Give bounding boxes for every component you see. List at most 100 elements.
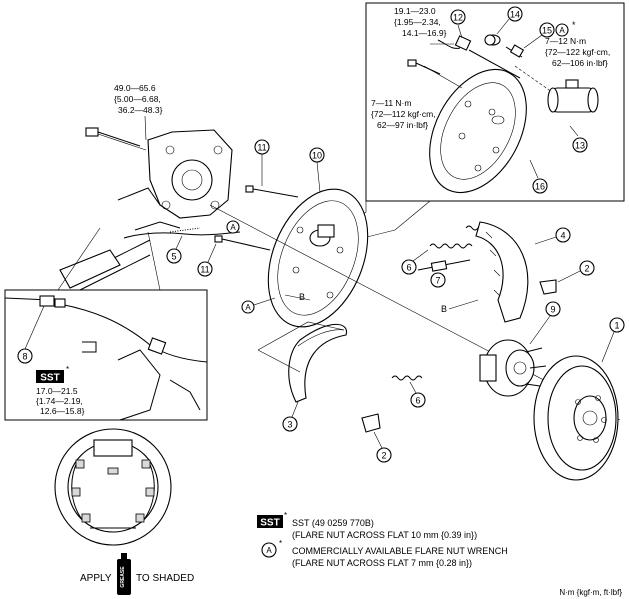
torque-hub-bolt: 49.0—65.6 {5.00—6.68, 36.2—48.3} [114,83,163,115]
svg-text:*: * [572,20,576,30]
svg-text:11: 11 [200,265,209,275]
callout-5: 5 [166,248,182,264]
callout-6-upper: 6 [401,259,417,275]
svg-text:*: * [66,365,69,374]
svg-text:17.0—21.5: 17.0—21.5 [36,386,78,396]
brake-pipe-inset [4,289,208,421]
svg-text:*: * [279,539,282,548]
callout-10: 10 [309,147,325,163]
svg-text:(FLARE NUT ACROSS FLAT 7 mm {: (FLARE NUT ACROSS FLAT 7 mm {0.28 in}) [292,558,472,568]
callout-11-upper: 11 [254,139,270,155]
callout-13: 13 [572,137,588,153]
svg-text:A: A [245,303,251,312]
svg-text:62—106 in·lbf}: 62—106 in·lbf} [552,58,608,68]
svg-text:2: 2 [584,264,589,274]
inset-brake-pipe [437,35,521,79]
callout-16: 16 [532,178,548,194]
callout-14: 14 [507,6,523,22]
callout-6-lower: 6 [410,392,426,408]
units-note: N·m {kgf·m, ft·lbf} [559,588,622,597]
svg-text:13: 13 [575,141,585,151]
callout-8: 8 [17,348,33,364]
svg-text:2: 2 [381,451,386,461]
svg-text:6: 6 [415,396,420,406]
marker-a-15: A * [555,20,576,37]
callout-7: 7 [430,272,446,288]
svg-text:7: 7 [435,276,440,286]
return-spring-upper [429,225,485,249]
svg-text:8: 8 [22,352,27,362]
wheel-hub [479,339,547,397]
brake-drum [533,355,619,481]
svg-text:SST: SST [260,518,279,529]
svg-text:36.2—48.3}: 36.2—48.3} [118,105,163,115]
svg-text:SST: SST [40,373,59,384]
svg-text:16: 16 [535,182,545,192]
svg-text:49.0—65.6: 49.0—65.6 [114,83,156,93]
svg-text:9: 9 [550,305,555,315]
svg-text:GREASE: GREASE [120,566,126,588]
backing-plate [267,188,369,328]
callout-1: 1 [609,317,625,333]
svg-text:7—12 N·m: 7—12 N·m [545,36,586,46]
legend-flare-wrench: A * COMMERCIALLY AVAILABLE FLARE NUT WRE… [261,539,508,568]
svg-text:12.6—15.8}: 12.6—15.8} [40,406,85,416]
svg-text:COMMERCIALLY AVAILABLE FLARE N: COMMERCIALLY AVAILABLE FLARE NUT WRENCH [292,546,508,556]
brake-shoe-trailing [475,221,529,323]
inset-dust-cap [484,34,501,46]
callout-4: 4 [555,227,571,243]
marker-a-cable: A [226,220,240,234]
knuckle-assembly [59,129,233,291]
adjuster-strut [417,259,471,272]
svg-text:A: A [266,546,272,555]
svg-text:19.1—23.0: 19.1—23.0 [394,6,436,16]
apply-label: APPLY [80,573,112,584]
svg-text:*: * [284,511,287,520]
inset-bolt [407,59,463,89]
svg-text:SST (49 0259 770B): SST (49 0259 770B) [292,518,374,528]
backing-plate-bolt-lower [214,235,271,251]
grease-application-view [54,428,172,546]
svg-text:1: 1 [614,321,619,331]
inset-wheel-cylinder [547,79,599,113]
callout-2-lower: 2 [376,447,392,463]
inset-backing-plate [429,68,527,194]
marker-b-plate: B [299,292,305,302]
callout-15: 15 [539,22,555,38]
svg-text:A: A [559,26,565,35]
svg-text:15: 15 [542,26,552,36]
callout-3: 3 [282,416,298,432]
backing-plate-bolt-upper [245,185,299,198]
callout-11-lower: 11 [197,261,213,277]
parking-brake-cable [123,227,241,239]
svg-text:{1.74—2.19,: {1.74—2.19, [36,396,83,406]
svg-text:4: 4 [560,231,565,241]
grease-tube-icon: GREASE [117,553,131,595]
svg-text:12: 12 [453,13,463,23]
svg-text:62—97 in·lbf}: 62—97 in·lbf} [377,120,428,130]
torque-flare-nut-12: 19.1—23.0 {1.95—2.34, 14.1—16.9} [394,6,447,38]
svg-text:11: 11 [257,143,266,153]
legend-sst: SST * SST (49 0259 770B) (FLARE NUT ACRO… [257,511,477,540]
svg-text:{72—122 kgf·cm,: {72—122 kgf·cm, [545,47,610,57]
marker-b-shoe: B [441,304,447,314]
callout-2-upper: 2 [579,260,595,276]
hub-bolt [85,127,147,151]
svg-text:5: 5 [171,252,176,262]
callout-12: 12 [450,9,466,25]
hold-down-clip-lower [361,413,381,433]
inset-bleeder-screw [505,44,525,58]
svg-text:6: 6 [406,263,411,273]
marker-a-plate: A [241,300,255,314]
wheel-cylinder-inset [365,2,625,202]
svg-text:(FLARE NUT ACROSS FLAT 10 mm {: (FLARE NUT ACROSS FLAT 10 mm {0.39 in}) [292,530,477,540]
torque-cylinder-bolt: 7—11 N·m {72—112 kgf·cm, 62—97 in·lbf} [371,98,436,130]
callout-9: 9 [545,301,561,317]
to-shaded-label: TO SHADED [136,573,194,584]
svg-text:14.1—16.9}: 14.1—16.9} [402,28,447,38]
return-spring-lower [391,375,423,381]
inset-pipe-assembly [4,295,208,421]
torque-flare-nut-8: 17.0—21.5 {1.74—2.19, 12.6—15.8} [36,386,85,416]
sst-badge-inset: SST * [36,365,69,384]
